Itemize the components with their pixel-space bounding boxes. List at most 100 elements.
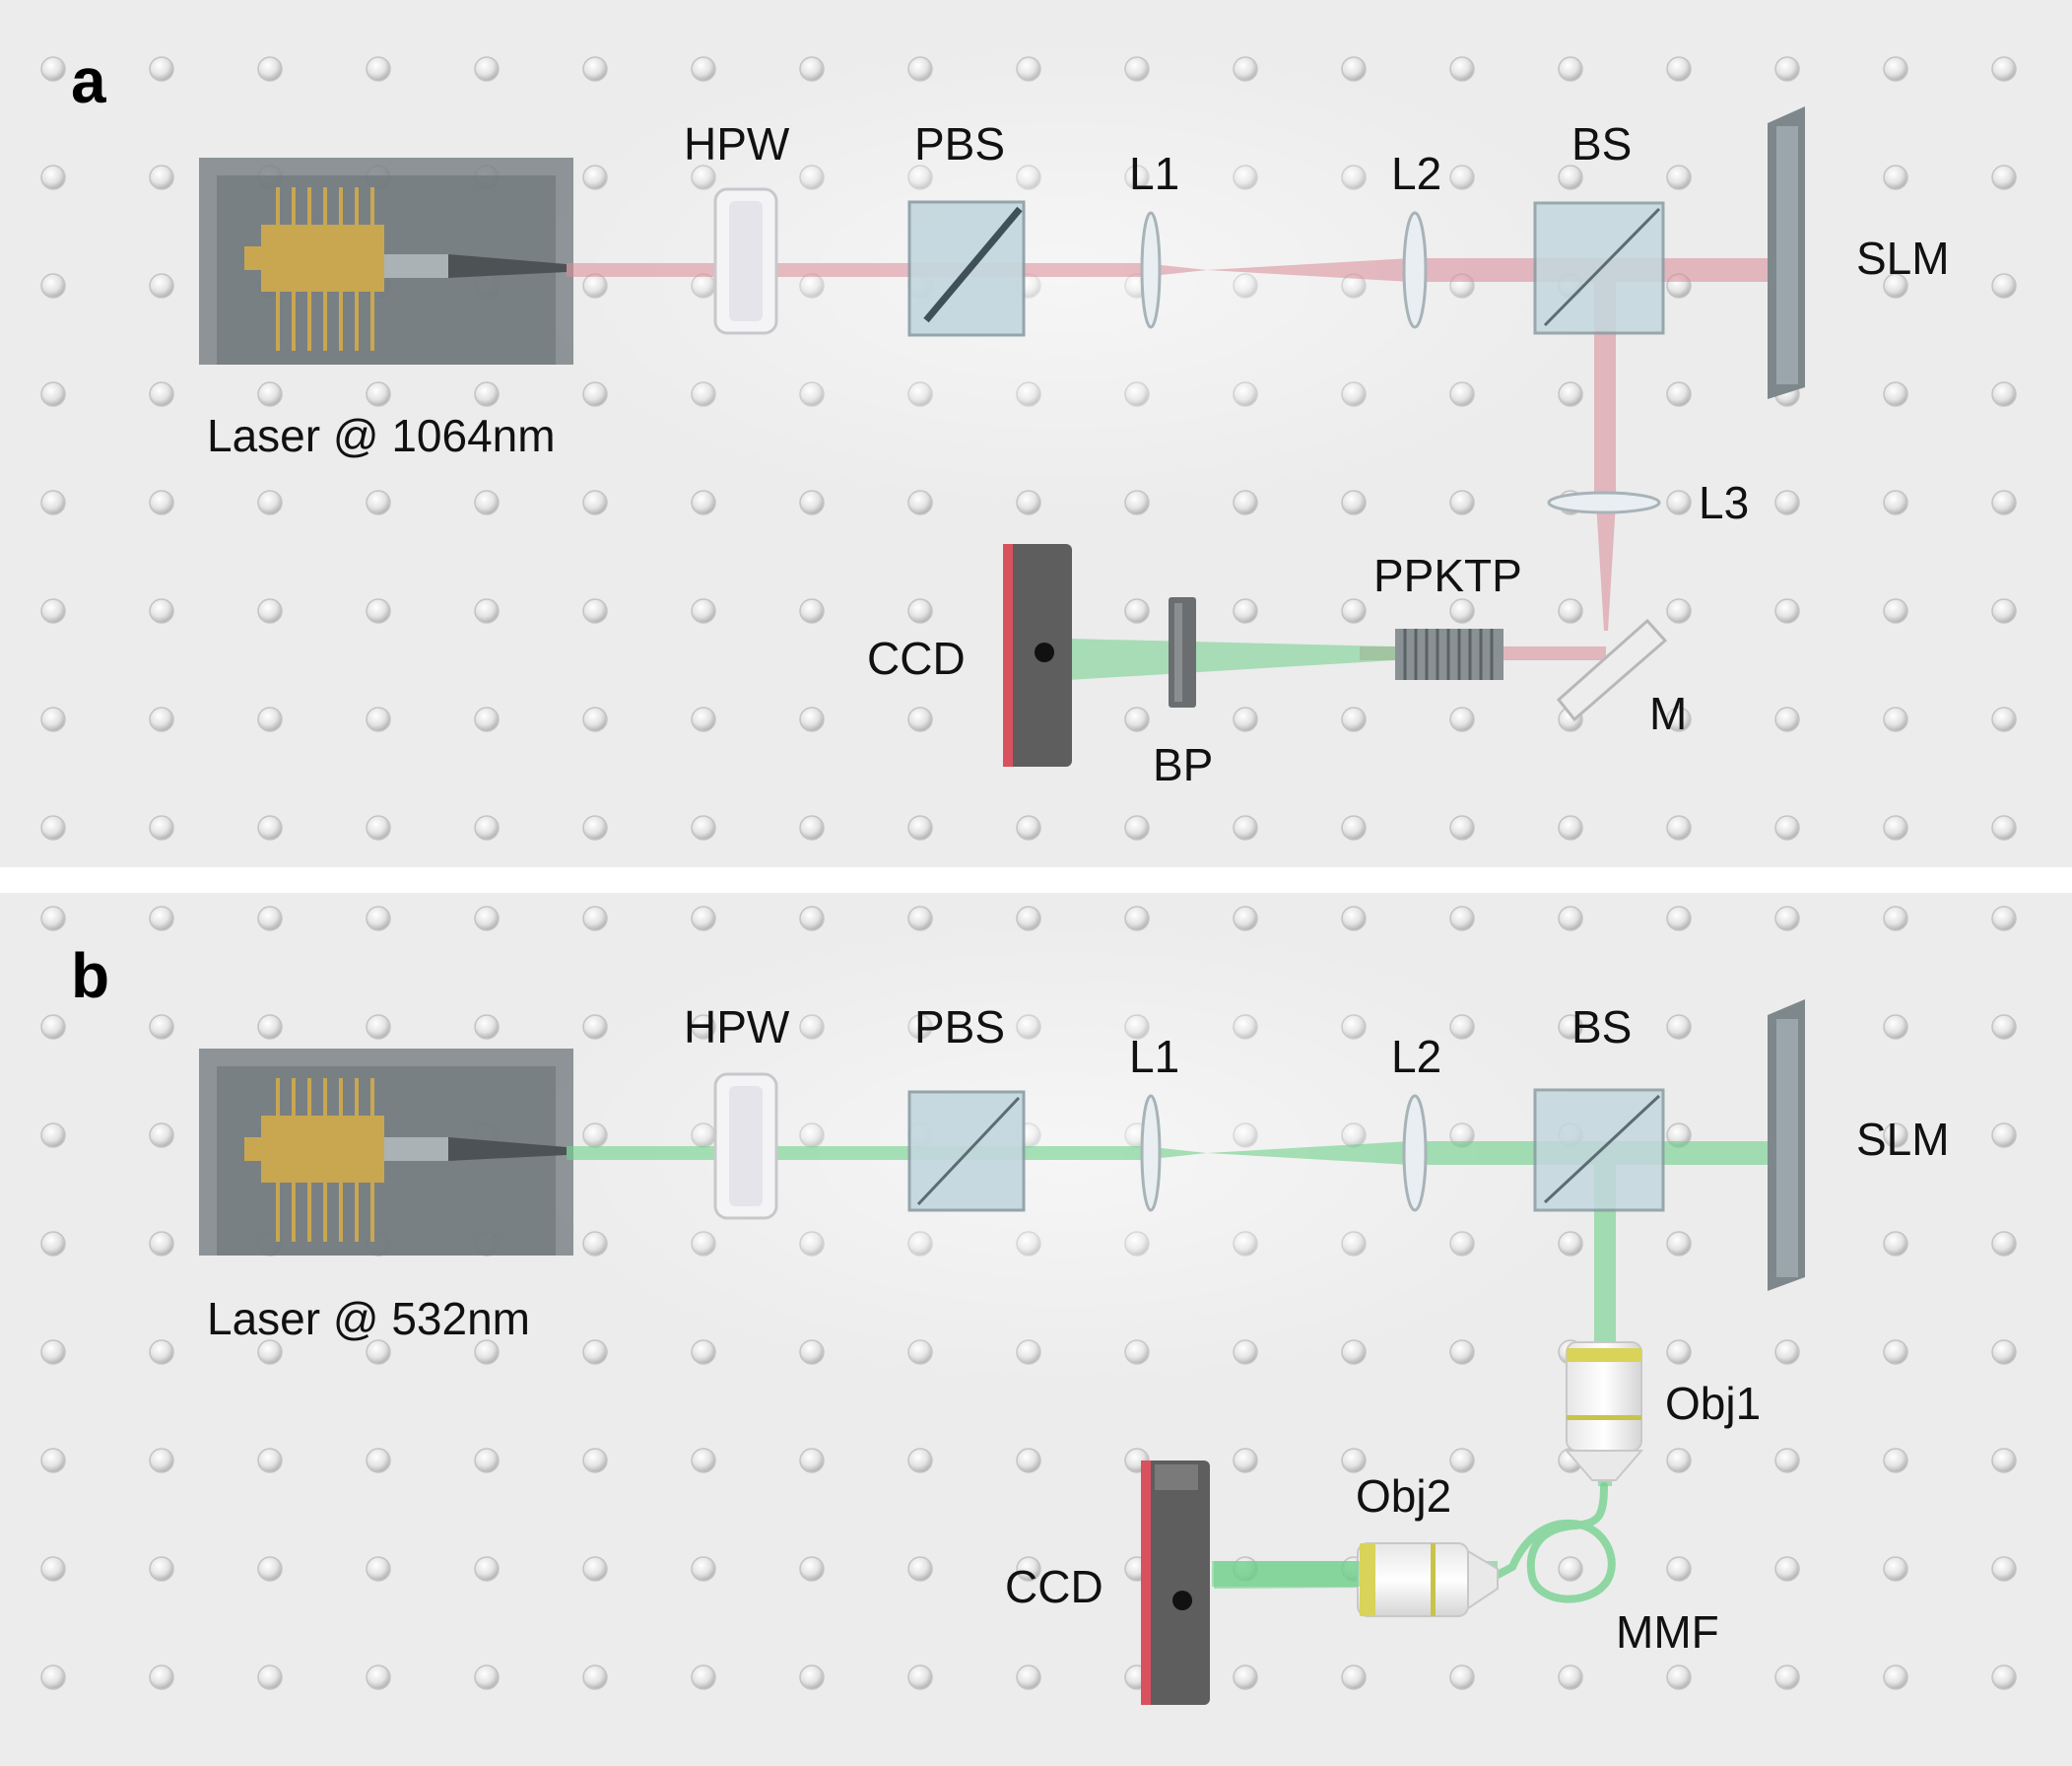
table-hole — [582, 1339, 608, 1365]
pbs-label-a: PBS — [914, 118, 1005, 170]
table-hole — [1341, 906, 1367, 931]
table-hole — [1558, 1556, 1583, 1582]
panel-b-letter: b — [71, 940, 109, 1011]
table-hole — [257, 906, 283, 931]
table-hole — [366, 1556, 391, 1582]
table-hole — [149, 490, 174, 515]
table-hole — [1666, 707, 1692, 732]
table-hole — [691, 490, 716, 515]
table-hole — [40, 273, 66, 299]
table-hole — [582, 598, 608, 624]
ppktp-crystal-a — [1395, 629, 1504, 680]
laser-1064-label: Laser @ 1064nm — [207, 410, 556, 461]
table-hole — [1883, 165, 1908, 190]
table-hole — [366, 1448, 391, 1473]
table-hole — [1666, 598, 1692, 624]
table-hole — [907, 1556, 933, 1582]
table-hole — [1233, 815, 1258, 841]
table-hole — [1124, 598, 1150, 624]
table-hole — [1233, 598, 1258, 624]
lens-l1-b — [1140, 1094, 1162, 1212]
table-hole — [149, 906, 174, 931]
table-hole — [1883, 1231, 1908, 1257]
table-hole — [582, 490, 608, 515]
table-hole — [1016, 1448, 1041, 1473]
table-hole — [257, 598, 283, 624]
table-hole — [474, 598, 500, 624]
panel-a-letter: a — [71, 45, 106, 116]
table-hole — [40, 598, 66, 624]
table-hole — [1883, 1664, 1908, 1690]
table-hole — [582, 1664, 608, 1690]
table-hole — [1666, 815, 1692, 841]
l2-label-b: L2 — [1391, 1031, 1441, 1082]
table-hole — [1991, 1556, 2017, 1582]
table-hole — [40, 490, 66, 515]
table-hole — [1449, 906, 1475, 931]
table-hole — [1883, 707, 1908, 732]
table-hole — [799, 490, 825, 515]
hpw-waveplate-b — [713, 1072, 778, 1220]
table-hole — [366, 490, 391, 515]
mmf-label-b: MMF — [1616, 1606, 1719, 1658]
table-hole — [1774, 1339, 1800, 1365]
table-hole — [40, 1014, 66, 1040]
ccd-camera-b — [1141, 1460, 1210, 1705]
l2-label-a: L2 — [1391, 148, 1441, 199]
table-hole — [1774, 490, 1800, 515]
bs-label-a: BS — [1571, 118, 1632, 170]
table-hole — [582, 1448, 608, 1473]
table-hole — [1341, 707, 1367, 732]
table-hole — [691, 906, 716, 931]
table-hole — [1666, 1664, 1692, 1690]
table-hole — [257, 56, 283, 82]
table-hole — [1991, 490, 2017, 515]
table-hole — [40, 1664, 66, 1690]
table-hole — [1666, 381, 1692, 407]
table-hole — [1666, 1448, 1692, 1473]
table-hole — [582, 56, 608, 82]
pbs-label-b: PBS — [914, 1001, 1005, 1053]
table-hole — [1558, 1014, 1583, 1040]
table-hole — [474, 490, 500, 515]
table-hole — [582, 906, 608, 931]
table-hole — [257, 490, 283, 515]
table-hole — [40, 1339, 66, 1365]
objective-obj1-b — [1564, 1341, 1644, 1481]
table-hole — [691, 1664, 716, 1690]
table-hole — [1124, 707, 1150, 732]
table-hole — [1991, 1231, 2017, 1257]
table-hole — [366, 815, 391, 841]
table-hole — [40, 1231, 66, 1257]
mirror-m-a — [1556, 618, 1668, 722]
table-hole — [1883, 906, 1908, 931]
table-hole — [1883, 1014, 1908, 1040]
slm-label-a: SLM — [1856, 233, 1950, 284]
bs-label-b: BS — [1571, 1001, 1632, 1053]
table-hole — [1991, 1014, 2017, 1040]
table-hole — [257, 381, 283, 407]
table-hole — [1666, 1556, 1692, 1582]
table-hole — [1233, 707, 1258, 732]
table-hole — [40, 165, 66, 190]
table-hole — [1883, 273, 1908, 299]
table-hole — [1774, 598, 1800, 624]
table-hole — [149, 1014, 174, 1040]
table-hole — [366, 56, 391, 82]
bs-cube-a — [1533, 201, 1665, 335]
laser-chip-b — [244, 1078, 384, 1242]
table-hole — [149, 707, 174, 732]
ccd-camera-a — [1003, 544, 1072, 767]
table-hole — [1883, 381, 1908, 407]
table-hole — [474, 906, 500, 931]
bp-filter-a — [1169, 597, 1196, 708]
table-hole — [907, 1448, 933, 1473]
pbs-cube-a — [907, 200, 1026, 337]
table-hole — [257, 815, 283, 841]
table-hole — [582, 707, 608, 732]
table-hole — [40, 1556, 66, 1582]
bp-label-a: BP — [1153, 739, 1213, 790]
panel-b: b — [0, 893, 2072, 1766]
table-hole — [474, 1448, 500, 1473]
lens-l2-b — [1402, 1094, 1428, 1212]
